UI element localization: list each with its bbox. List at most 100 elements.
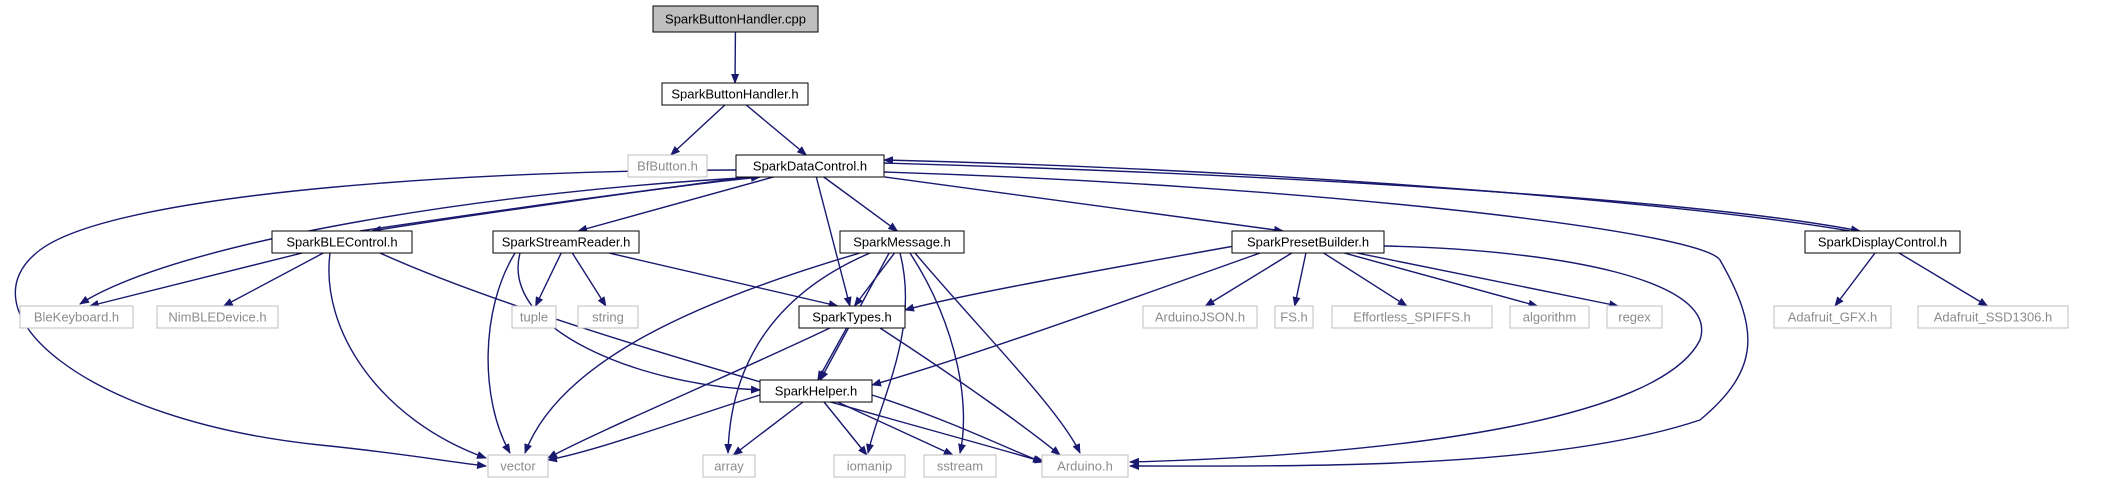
edge-spark-preset-builder-h-to-spark-helper-h (871, 252, 1261, 387)
node-box (839, 230, 965, 254)
node-spark-message-h[interactable]: SparkMessage.h (839, 230, 965, 254)
node-spark-button-handler-h[interactable]: SparkButtonHandler.h (661, 82, 809, 106)
node-box (1274, 305, 1314, 329)
node-box (1917, 305, 2069, 329)
node-label: algorithm (1523, 310, 1576, 325)
edge-spark-helper-h-to-vector (547, 394, 761, 463)
node-label: iomanip (847, 459, 893, 474)
node-box (492, 230, 640, 254)
edge-spark-message-h-to-sstream (909, 252, 966, 454)
node-effortless-spiffs-h: Effortless_SPIFFS.h (1331, 305, 1493, 329)
node-label: SparkButtonHandler.cpp (665, 12, 806, 27)
node-box (487, 454, 549, 478)
edge-spark-display-control-h-to-spark-data-control-h (883, 156, 1851, 232)
edge-spark-message-h-to-vector (524, 252, 861, 454)
edge-spark-helper-h-to-array (732, 401, 804, 456)
node-spark-helper-h[interactable]: SparkHelper.h (759, 379, 873, 403)
node-adafruit-ssd1306-h: Adafruit_SSD1306.h (1917, 305, 2069, 329)
node-spark-display-control-h[interactable]: SparkDisplayControl.h (1804, 230, 1961, 254)
edge-spark-ble-control-h-to-arduino-h (379, 252, 1045, 464)
node-box (702, 454, 756, 478)
node-vector: vector (487, 454, 549, 478)
node-label: SparkMessage.h (853, 235, 951, 250)
edge-spark-message-h-to-arduino-h (914, 252, 1081, 454)
node-algorithm: algorithm (1509, 305, 1590, 329)
edge-spark-ble-control-h-to-nimbledevice-h (222, 252, 324, 307)
node-box (1231, 230, 1385, 254)
edge-spark-types-h-to-arduino-h (879, 327, 1061, 456)
node-label: Effortless_SPIFFS.h (1353, 310, 1471, 325)
node-box (798, 305, 906, 329)
edge-spark-data-control-h-to-spark-types-h (815, 176, 852, 307)
edge-spark-helper-h-to-arduino-h (871, 394, 1043, 463)
node-box (1773, 305, 1892, 329)
edge-spark-data-control-h-to-spark-stream-reader-h (577, 176, 774, 233)
node-label: NimBLEDevice.h (168, 310, 266, 325)
edge-spark-button-handler-h-to-spark-data-control-h (745, 104, 808, 156)
node-spark-preset-builder-h[interactable]: SparkPresetBuilder.h (1231, 230, 1385, 254)
edge-spark-data-control-h-to-spark-preset-builder-h (884, 176, 1285, 234)
edge-spark-data-control-h-to-spark-message-h (823, 176, 899, 232)
node-label: SparkButtonHandler.h (671, 87, 798, 102)
node-iomanip: iomanip (833, 454, 906, 478)
edge-spark-types-h-to-spark-helper-h (817, 327, 848, 381)
node-label: Adafruit_GFX.h (1788, 310, 1878, 325)
node-label: tuple (520, 310, 548, 325)
node-box (1331, 305, 1493, 329)
edge-spark-helper-h-to-sstream (837, 401, 954, 456)
node-box (271, 230, 413, 254)
node-label: SparkBLEControl.h (286, 235, 397, 250)
node-box (577, 305, 639, 329)
node-spark-ble-control-h[interactable]: SparkBLEControl.h (271, 230, 413, 254)
node-spark-data-control-h[interactable]: SparkDataControl.h (735, 154, 885, 178)
node-box (759, 379, 873, 403)
edge-spark-data-control-h-to-vector (14, 169, 737, 469)
node-box (156, 305, 279, 329)
edge-spark-preset-builder-h-to-effortless-spiffs-h (1323, 252, 1408, 307)
edge-spark-message-h-to-iomanip (866, 252, 907, 454)
node-label: SparkPresetBuilder.h (1247, 235, 1369, 250)
node-adafruit-gfx-h: Adafruit_GFX.h (1773, 305, 1892, 329)
edge-spark-stream-reader-h-to-tuple (534, 252, 562, 307)
node-label: array (714, 459, 744, 474)
edge-spark-button-handler-h-to-bfbutton-h (670, 104, 726, 156)
node-box (1606, 305, 1663, 329)
node-label: FS.h (1280, 310, 1307, 325)
edge-spark-preset-builder-h-to-spark-types-h (904, 244, 1241, 312)
node-label: BfButton.h (637, 159, 698, 174)
node-box (1509, 305, 1590, 329)
node-sstream: sstream (923, 454, 997, 478)
edge-spark-ble-control-h-to-spark-data-control-h (359, 173, 761, 232)
edge-spark-data-control-h-to-arduino-h (883, 171, 1749, 471)
edge-spark-types-h-to-vector (547, 327, 831, 459)
node-bfbutton-h: BfButton.h (627, 154, 708, 178)
edge-spark-display-control-h-to-adafruit-gfx-h (1834, 252, 1876, 307)
node-regex: regex (1606, 305, 1663, 329)
node-box (627, 154, 708, 178)
node-box (652, 5, 819, 33)
node-label: SparkDataControl.h (753, 159, 867, 174)
node-box (735, 154, 885, 178)
node-string: string (577, 305, 639, 329)
node-spark-types-h[interactable]: SparkTypes.h (798, 305, 906, 329)
node-blekeyboard-h: BleKeyboard.h (19, 305, 134, 329)
edge-spark-preset-builder-h-to-arduino-h (1129, 245, 1703, 466)
node-label: Adafruit_SSD1306.h (1934, 310, 2053, 325)
node-arduino-h: Arduino.h (1041, 454, 1129, 478)
edge-spark-display-control-h-to-adafruit-ssd1306-h (1898, 252, 1989, 307)
node-label: ArduinoJSON.h (1155, 310, 1245, 325)
node-box (1142, 305, 1258, 329)
node-spark-stream-reader-h[interactable]: SparkStreamReader.h (492, 230, 640, 254)
node-spark-button-handler-cpp[interactable]: SparkButtonHandler.cpp (652, 5, 819, 33)
node-box (511, 305, 557, 329)
node-label: BleKeyboard.h (34, 310, 119, 325)
edge-spark-helper-h-to-iomanip (823, 401, 868, 456)
edge-spark-stream-reader-h-to-vector (487, 252, 516, 454)
node-fs-h: FS.h (1274, 305, 1314, 329)
edge-spark-stream-reader-h-to-spark-helper-h (517, 252, 761, 394)
node-nimbledevice-h: NimBLEDevice.h (156, 305, 279, 329)
edge-spark-stream-reader-h-to-string (571, 252, 607, 307)
edges-layer (14, 31, 1989, 471)
node-label: SparkDisplayControl.h (1818, 235, 1947, 250)
